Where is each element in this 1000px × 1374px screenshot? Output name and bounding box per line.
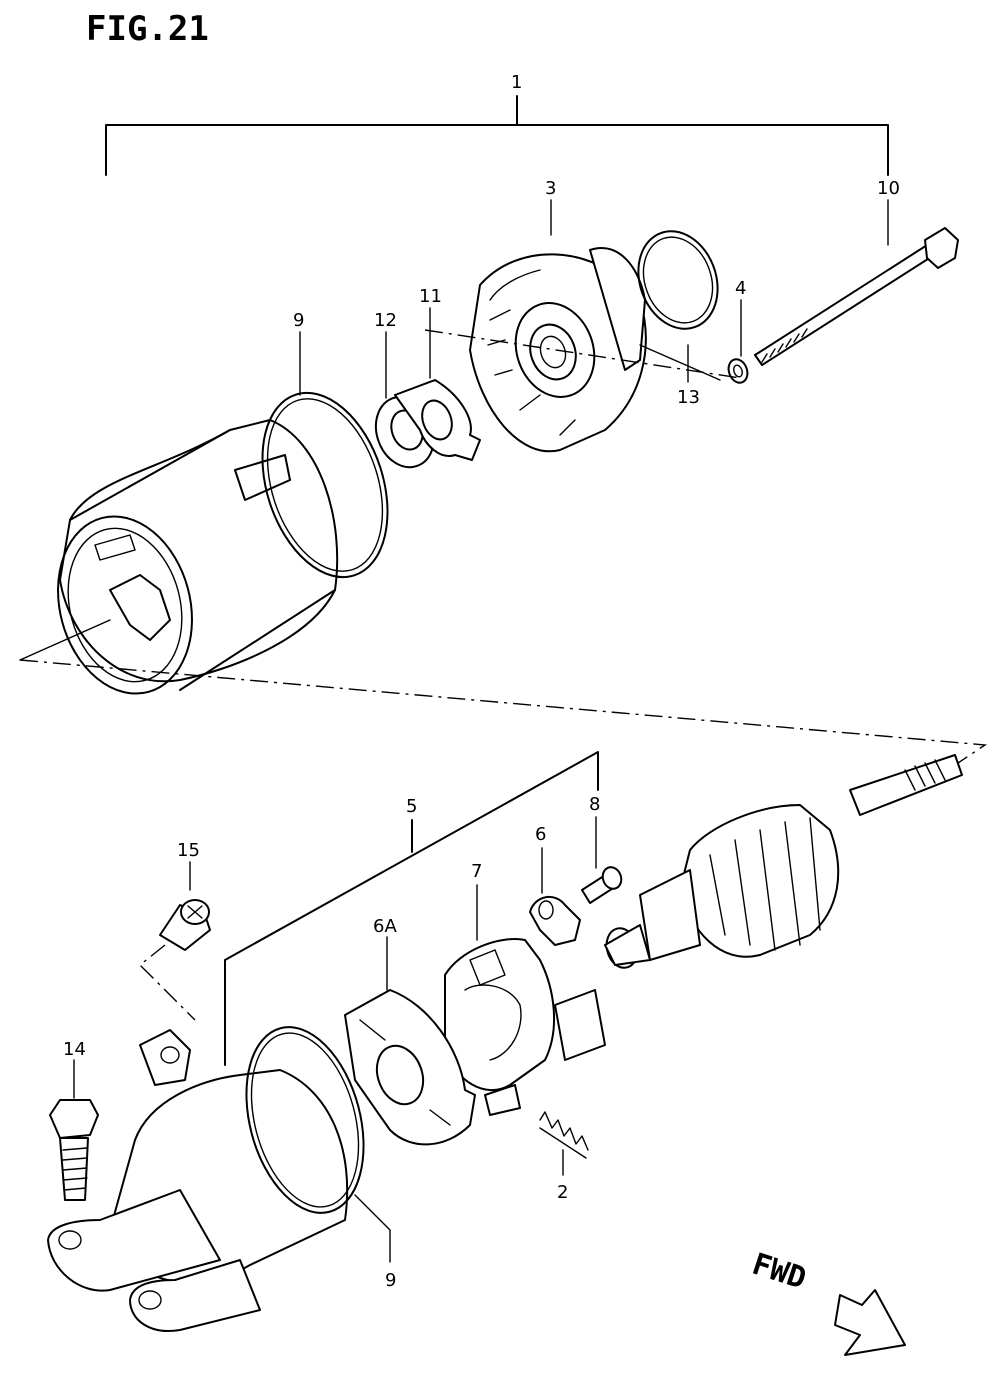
callout-10: 10 xyxy=(877,178,900,199)
callout-13: 13 xyxy=(677,387,700,408)
yoke-housing xyxy=(57,419,339,695)
arrow-right-down-icon xyxy=(834,1289,906,1356)
washer-4 xyxy=(727,358,749,384)
callout-6: 6 xyxy=(535,824,546,845)
assembly-bracket-5 xyxy=(224,751,599,1066)
drive-end-housing xyxy=(47,1029,349,1332)
callout-4: 4 xyxy=(735,278,746,299)
callout-5: 5 xyxy=(406,796,417,817)
plate-6a xyxy=(344,989,476,1146)
callout-15: 15 xyxy=(177,840,200,861)
callout-9-upper: 9 xyxy=(293,310,304,331)
spring-2 xyxy=(539,1111,589,1159)
callout-6a: 6A xyxy=(373,916,397,937)
callout-7: 7 xyxy=(471,861,482,882)
figure-title: FIG.21 xyxy=(86,9,209,49)
bolt-14 xyxy=(49,1099,99,1201)
callout-9-lower: 9 xyxy=(385,1270,396,1291)
fwd-label: FWD xyxy=(748,1247,810,1297)
screw-8 xyxy=(581,866,623,904)
callout-11: 11 xyxy=(419,286,442,307)
screw-15 xyxy=(159,899,211,951)
callout-12: 12 xyxy=(374,310,397,331)
o-ring-13 xyxy=(637,230,719,330)
plate-11 xyxy=(394,379,481,461)
assembly-bracket-1 xyxy=(105,95,889,176)
callout-14: 14 xyxy=(63,1039,86,1060)
split-line xyxy=(19,659,988,766)
brush-holder-7 xyxy=(444,938,606,1116)
through-bolt-10 xyxy=(754,227,959,366)
terminal-6 xyxy=(529,896,581,946)
o-ring-9-lower xyxy=(245,1026,365,1214)
o-ring-9-upper xyxy=(261,391,389,579)
callout-8: 8 xyxy=(589,794,600,815)
callout-2: 2 xyxy=(557,1182,568,1203)
callout-1: 1 xyxy=(511,72,522,93)
callout-3: 3 xyxy=(545,178,556,199)
end-cover-3 xyxy=(469,247,647,453)
armature xyxy=(604,754,963,969)
